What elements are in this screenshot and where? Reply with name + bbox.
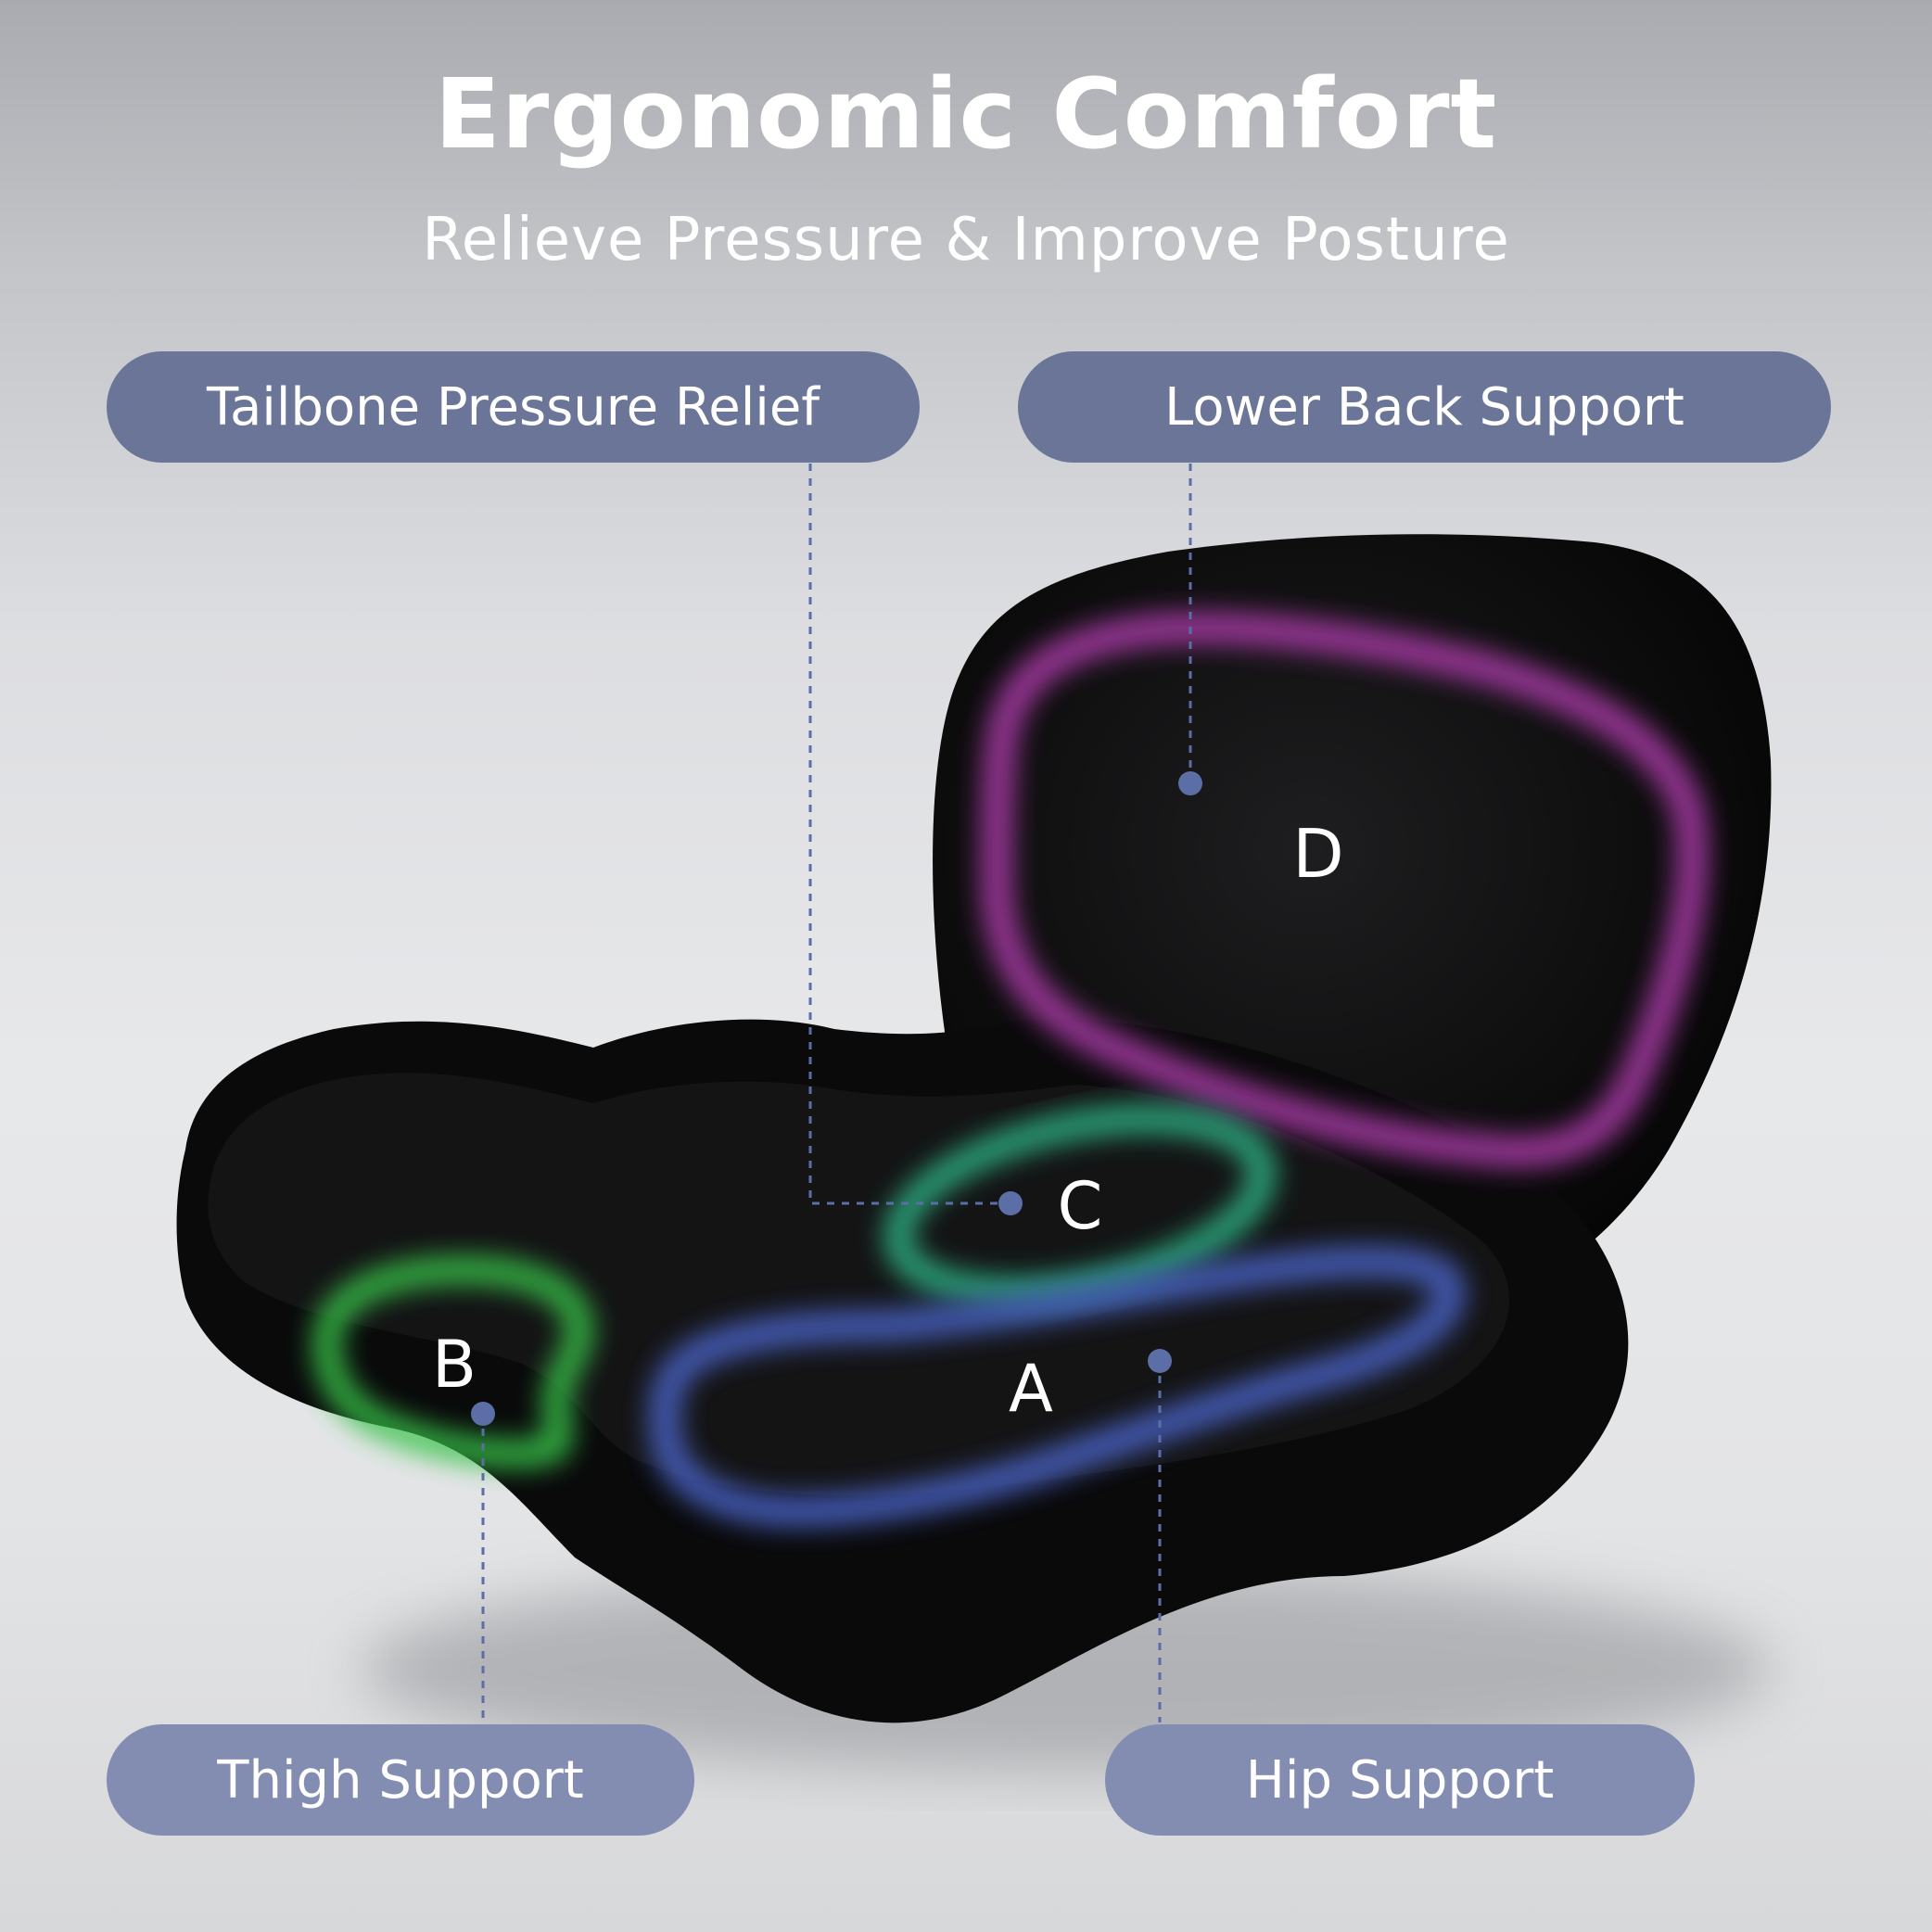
callout-thigh-support: Thigh Support (107, 1724, 694, 1836)
cushion-seat-top (208, 1073, 1510, 1496)
callout-dot-thigh (471, 1402, 495, 1426)
zone-label-c: C (1057, 1168, 1103, 1244)
zone-label-b: B (431, 1327, 477, 1403)
page-title: Ergonomic Comfort (434, 57, 1498, 171)
zone-label-a: A (1009, 1351, 1053, 1427)
zone-a-glow (649, 1246, 1466, 1528)
callout-dot-lower-back (1178, 771, 1202, 795)
callout-dot-hip (1148, 1349, 1172, 1373)
page-subtitle: Relieve Pressure & Improve Posture (422, 206, 1510, 274)
callout-hip-support: Hip Support (1105, 1724, 1695, 1836)
zone-label-d: D (1292, 815, 1344, 893)
leader-lines (481, 464, 1192, 1722)
callout-dot-tailbone (998, 1191, 1023, 1215)
zone-d-glow (980, 612, 1709, 1168)
callout-lower-back-support: Lower Back Support (1018, 351, 1831, 463)
callout-tailbone-pressure-relief: Tailbone Pressure Relief (107, 351, 920, 463)
zone-b-glow (312, 1255, 594, 1468)
